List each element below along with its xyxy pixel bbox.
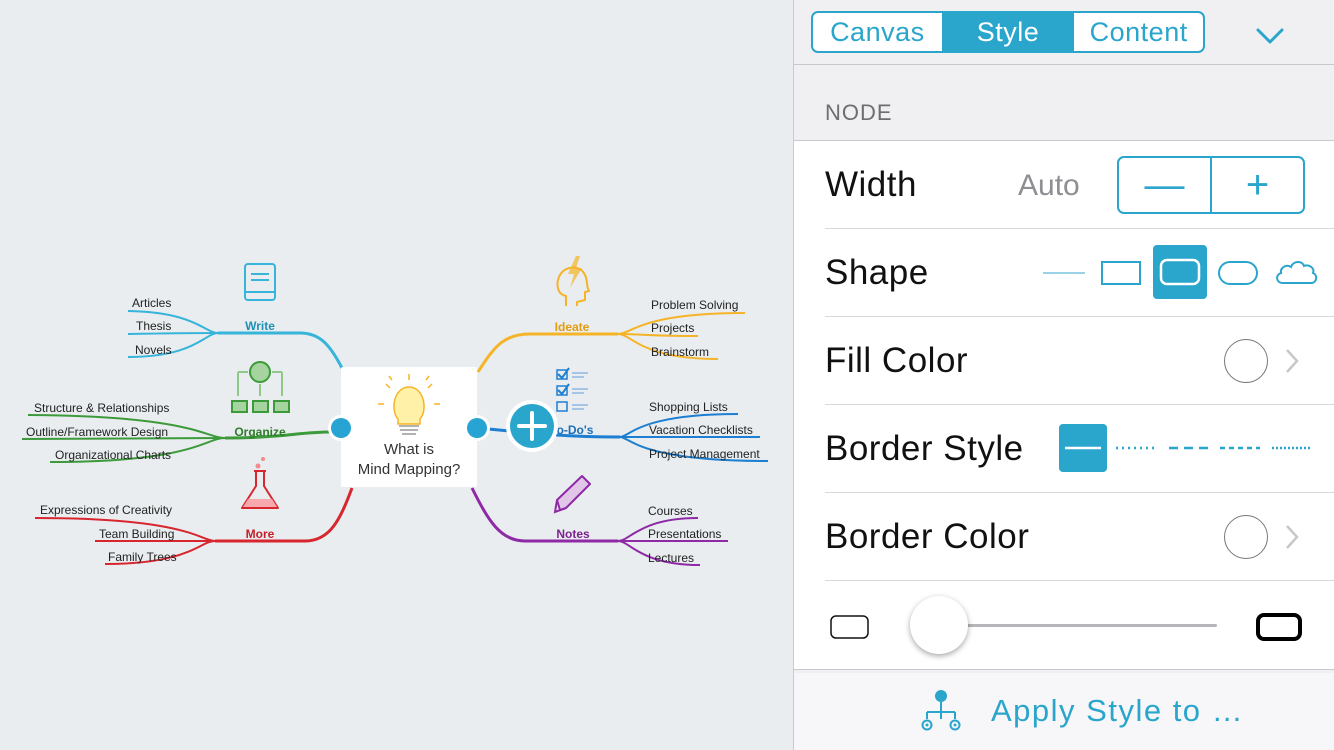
branch-write[interactable]: Write Articles Thesis Novels [127,263,344,369]
organize-label: Organize [234,425,286,439]
notes-item: Courses [648,504,693,518]
shape-label: Shape [825,253,929,292]
add-node-button[interactable] [506,400,558,452]
branch-organize[interactable]: Organize Structure & Relationships Outli… [21,361,331,463]
notes-item: Lectures [648,551,694,565]
right-handle[interactable] [464,415,490,441]
width-label: Width [825,165,917,204]
section-header: NODE [825,100,893,125]
write-item: Articles [132,296,171,310]
apply-style-button[interactable]: Apply Style to … [794,673,1334,750]
mindmap-canvas[interactable]: Write Articles Thesis Novels Organize St… [0,0,793,750]
ideate-label: Ideate [555,320,590,334]
head-lightning-icon [556,256,590,306]
panel-tab-bar: Canvas Style Content [811,11,1205,53]
todos-item: Project Management [649,447,760,461]
write-item: Novels [135,343,172,357]
fill-color-row[interactable]: Fill Color [794,317,1334,405]
todos-item: Vacation Checklists [649,423,753,437]
border-color-swatch[interactable] [1224,515,1268,559]
central-line1: What is [384,441,434,458]
organize-item: Outline/Framework Design [26,425,168,439]
border-dotted-option[interactable] [1112,424,1160,472]
chevron-right-icon [1286,349,1299,373]
branch-more[interactable]: More Expressions of Creativity Team Buil… [34,457,354,565]
more-item: Team Building [99,527,174,541]
shape-rectangle-icon[interactable] [1097,249,1145,297]
ideate-item: Projects [651,321,694,335]
pencil-icon [553,475,591,514]
notes-label: Notes [556,527,590,541]
shape-line-icon[interactable] [1039,249,1089,297]
lightbulb-icon [378,374,440,435]
shape-row: Shape [794,229,1334,317]
border-color-row[interactable]: Border Color [794,493,1334,581]
organize-item: Organizational Charts [55,448,171,462]
write-item: Thesis [136,319,171,333]
hierarchy-icon [231,361,290,413]
todos-label: o-Do's [557,423,594,437]
border-width-track[interactable] [939,624,1217,627]
width-decrease-button[interactable]: — [1144,162,1185,207]
node-tree-icon [921,690,961,731]
branch-ideate[interactable]: Ideate Problem Solving Projects Brainsto… [476,256,746,373]
style-panel: Canvas Style Content NODE Width Auto — +… [793,0,1334,750]
border-fine-dot-option[interactable] [1268,424,1316,472]
border-width-row [794,581,1334,669]
tab-style[interactable]: Style [941,13,1073,51]
thin-border-icon [830,615,869,639]
left-handle[interactable] [328,415,354,441]
tab-canvas[interactable]: Canvas [830,16,925,47]
organize-item: Structure & Relationships [34,401,169,415]
border-dashed-option[interactable] [1165,424,1213,472]
width-value: Auto [1018,169,1080,202]
more-item: Family Trees [108,550,177,564]
shape-cloud-icon[interactable] [1271,249,1321,297]
shape-rounded-rectangle-icon[interactable] [1153,245,1207,299]
apply-style-label: Apply Style to … [991,693,1245,728]
border-style-row: Border Style [794,405,1334,493]
chevron-down-icon[interactable] [1254,22,1286,48]
style-options-list: Width Auto — + Shape [794,140,1334,670]
notes-item: Presentations [648,527,721,541]
branch-notes[interactable]: Notes Courses Presentations Lectures [470,475,728,566]
width-increase-button[interactable]: + [1210,158,1303,212]
thick-border-icon [1256,613,1302,641]
more-label: More [246,527,275,541]
tab-content[interactable]: Content [1072,13,1203,51]
ideate-item: Brainstorm [651,345,709,359]
ideate-item: Problem Solving [651,298,738,312]
width-row: Width Auto — + [794,141,1334,229]
border-solid-option[interactable] [1059,424,1107,472]
border-style-label: Border Style [825,429,1024,468]
write-label: Write [245,319,275,333]
fill-color-label: Fill Color [825,341,969,380]
flask-icon [241,457,279,509]
border-short-dash-option[interactable] [1216,424,1264,472]
more-item: Expressions of Creativity [40,503,172,517]
shape-capsule-icon[interactable] [1214,249,1262,297]
border-color-label: Border Color [825,517,1030,556]
checklist-icon [556,367,588,412]
width-stepper: — + [1117,156,1305,214]
branch-todos[interactable]: o-Do's Shopping Lists Vacation Checklist… [477,367,769,462]
central-line2: Mind Mapping? [358,461,461,478]
border-width-slider-thumb[interactable] [910,596,968,654]
central-node[interactable]: What is Mind Mapping? [341,367,477,487]
book-icon [244,263,276,301]
chevron-right-icon [1286,525,1299,549]
fill-color-swatch[interactable] [1224,339,1268,383]
todos-item: Shopping Lists [649,400,728,414]
